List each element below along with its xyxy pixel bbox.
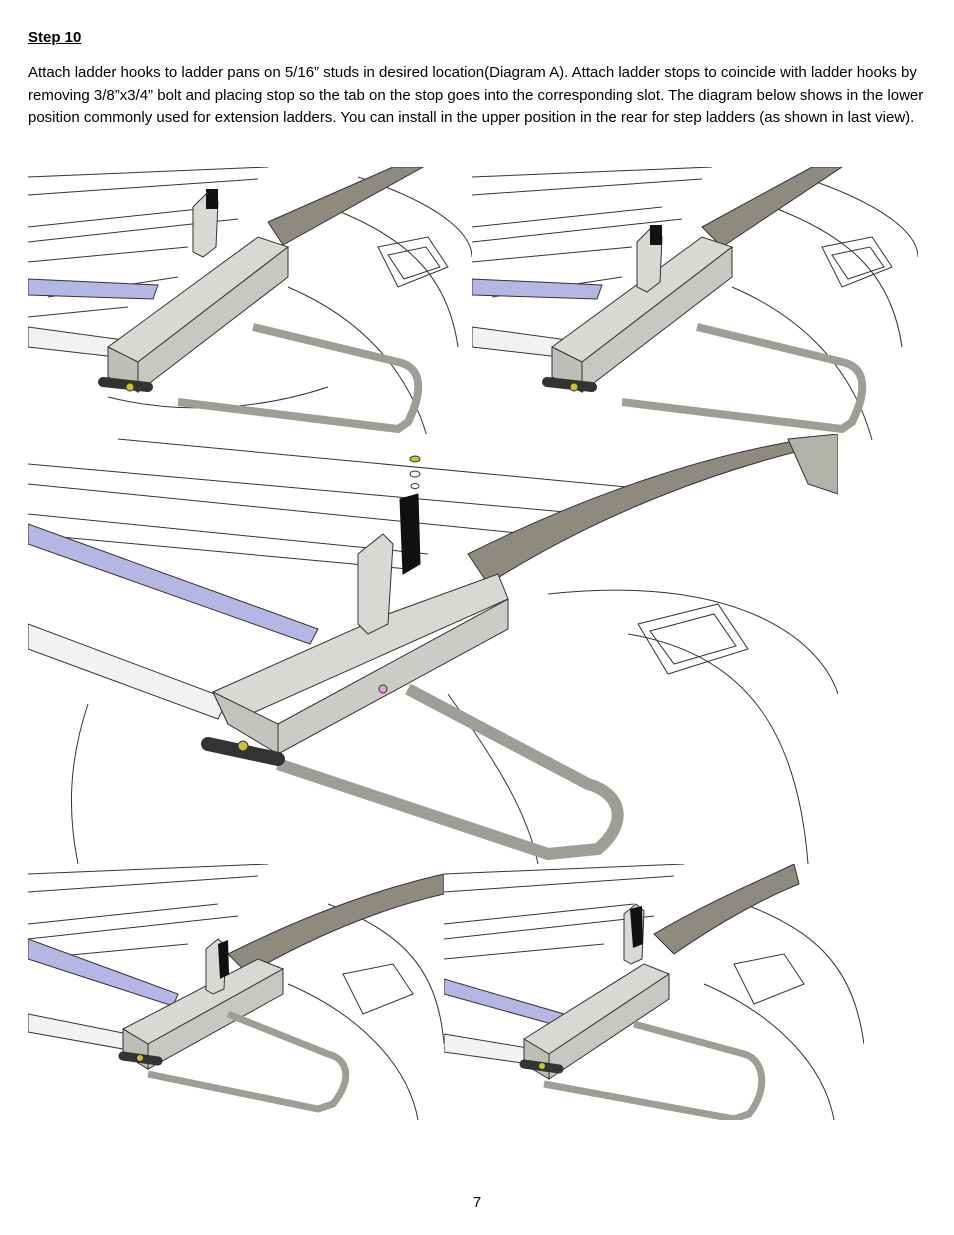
diagram-view-lower-right [444, 864, 864, 1120]
diagram-view-upper-left [28, 167, 472, 440]
page-number: 7 [472, 1194, 482, 1211]
step-instructions: Attach ladder hooks to ladder pans on 5/… [28, 64, 924, 127]
diagram-view-upper-right [472, 167, 918, 440]
ladder-rack-drawing [444, 864, 864, 1120]
step-heading: Step 10 [28, 29, 82, 46]
ladder-rack-exploded-drawing [28, 434, 838, 864]
diagram-view-lower-left [28, 864, 444, 1120]
ladder-rack-drawing [28, 167, 472, 440]
diagram-view-center-exploded [28, 434, 838, 864]
ladder-rack-drawing [472, 167, 918, 440]
ladder-rack-drawing [28, 864, 444, 1120]
